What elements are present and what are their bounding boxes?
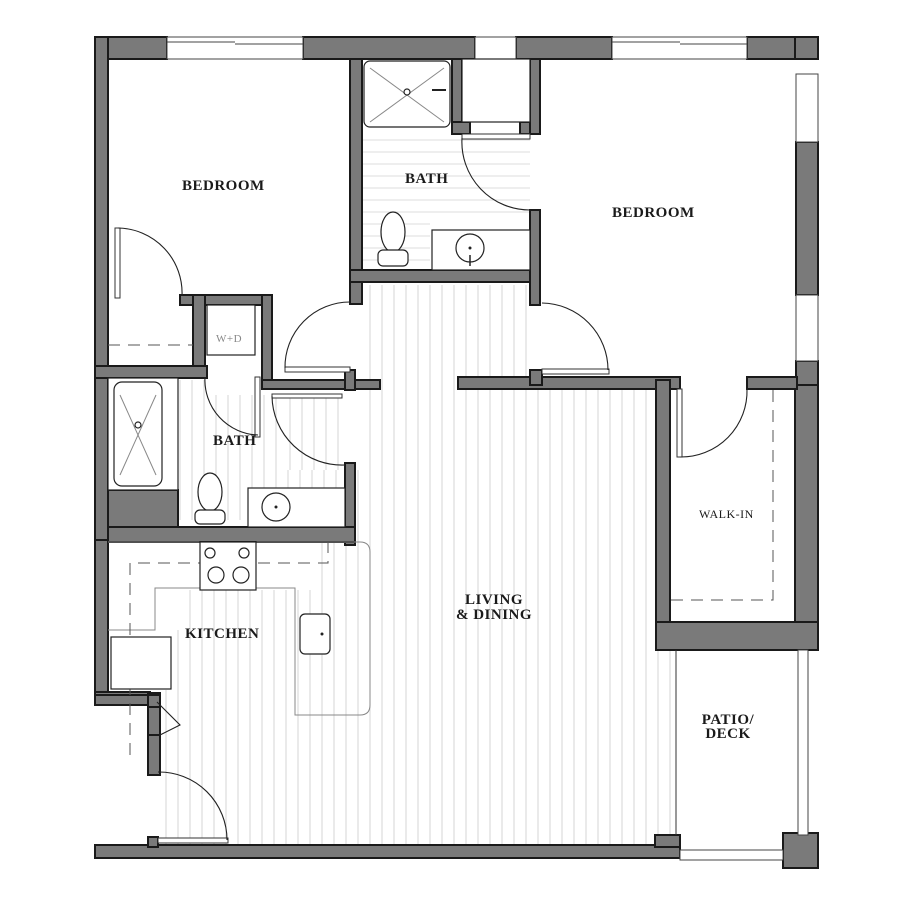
range bbox=[199, 541, 257, 591]
walls bbox=[94, 36, 819, 869]
room-label-living-dining: LIVING & DINING bbox=[448, 593, 540, 623]
room-label-laundry: W+D bbox=[216, 333, 243, 345]
bathtub bbox=[107, 377, 179, 491]
shaft bbox=[461, 58, 531, 123]
room-label-bath-2: BATH bbox=[213, 433, 257, 449]
washer-dryer bbox=[206, 304, 256, 356]
patio-label-line1: PATIO/ bbox=[701, 712, 755, 728]
toilet-2 bbox=[194, 472, 226, 525]
living-floor-planks bbox=[160, 280, 675, 845]
room-label-walk-in: WALK-IN bbox=[699, 507, 754, 521]
room-label-bedroom-2: BEDROOM bbox=[612, 205, 695, 221]
doors bbox=[114, 133, 748, 844]
kitchen-sink bbox=[299, 613, 331, 655]
room-label-bedroom-1: BEDROOM bbox=[182, 178, 265, 194]
room-label-bath-1: BATH bbox=[405, 171, 449, 187]
windows bbox=[166, 36, 819, 861]
shower-stall bbox=[363, 60, 451, 128]
patio-label-line2: DECK bbox=[705, 726, 751, 742]
room-label-kitchen: KITCHEN bbox=[185, 626, 260, 642]
vanity-1 bbox=[431, 229, 531, 271]
room-label-patio: PATIO/ DECK bbox=[697, 712, 759, 742]
walkin-shelf bbox=[670, 390, 774, 601]
refrigerator bbox=[110, 636, 172, 690]
vanity-2 bbox=[247, 487, 346, 528]
living-label-line1: LIVING bbox=[464, 592, 523, 608]
bath-2-floor bbox=[179, 380, 337, 520]
living-label-line2: & DINING bbox=[455, 607, 533, 623]
toilet-1 bbox=[377, 211, 409, 267]
